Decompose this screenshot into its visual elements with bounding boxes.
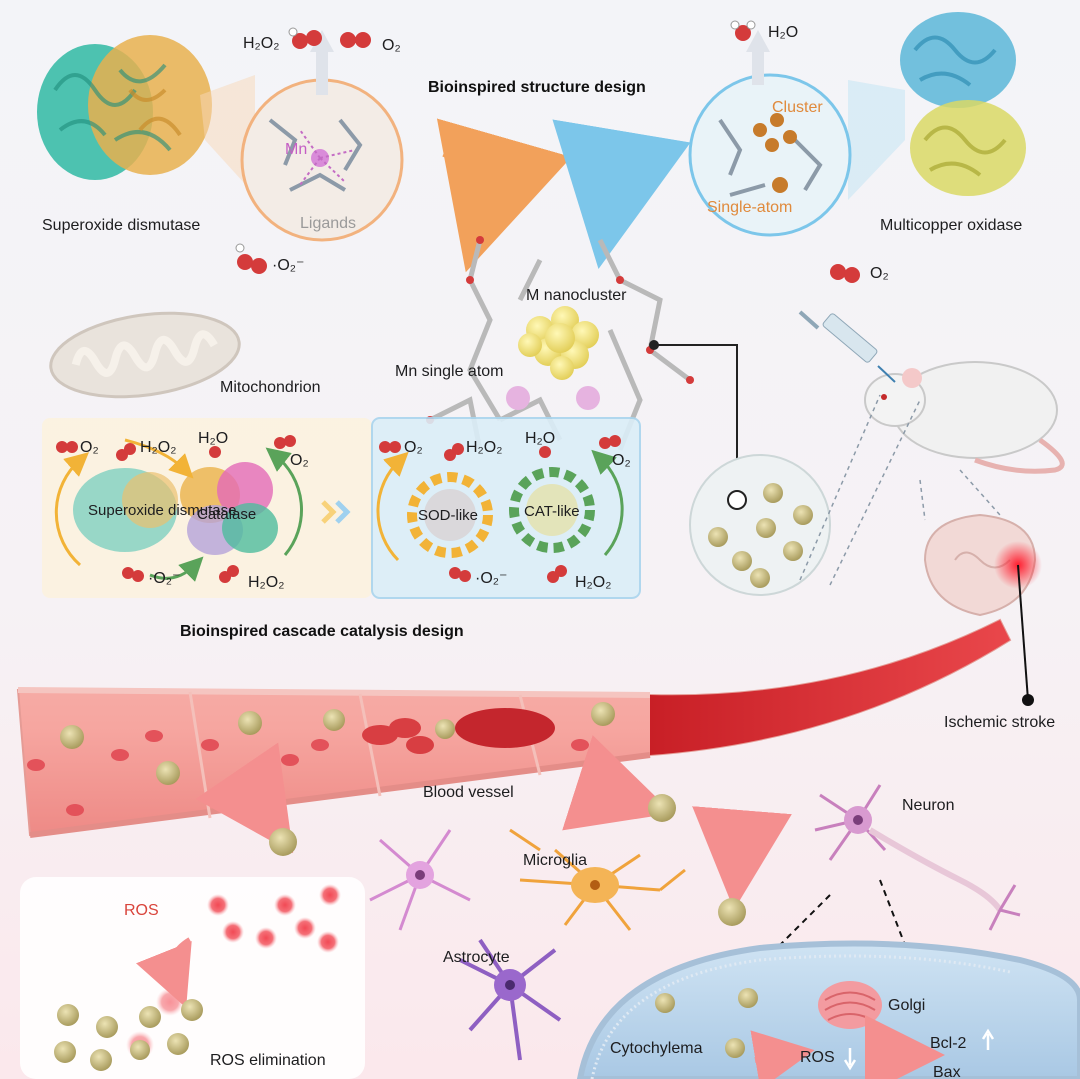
transition-chevron-icon — [321, 500, 351, 524]
mco-zoom-cone — [848, 80, 905, 200]
ros-elimination-label: ROS elimination — [210, 1052, 326, 1069]
cat-like-gear-icon — [509, 467, 595, 553]
migrating-nanoparticle-2 — [718, 898, 746, 926]
catalase-enzyme-blob — [180, 462, 278, 555]
background-neuron-illustration — [369, 829, 471, 931]
natural-o2-right-label: O₂ — [290, 452, 309, 469]
cat-cycle-arrow-right — [265, 447, 303, 556]
nanocluster-callout-line — [654, 344, 738, 500]
neuron-illustration — [814, 784, 1021, 931]
bcl2-label: Bcl-2 — [930, 1035, 967, 1052]
extravasation-arrow-left — [195, 742, 294, 854]
cat-cycle-arrow-bottom — [149, 556, 204, 582]
cluster-label: Cluster — [772, 99, 823, 116]
mn-single-atom-label: Mn single atom — [395, 363, 504, 380]
sod-reactant-superoxide: ·O₂⁻ — [272, 257, 304, 274]
cat-like-label: CAT-like — [524, 503, 580, 520]
blood-clot — [362, 708, 555, 754]
sod-enzyme-blob — [73, 468, 178, 552]
natural-h2o2-top-label: H₂O₂ — [140, 439, 176, 456]
mco-enzyme-label: Multicopper oxidase — [880, 217, 1022, 234]
superoxide-molecule-icon — [235, 243, 267, 274]
single-atom-label: Single-atom — [707, 199, 792, 216]
ros-particles — [126, 884, 341, 1059]
microglia-illustration — [509, 828, 686, 931]
ros-label: ROS — [124, 902, 159, 919]
ischemic-stroke-label: Ischemic stroke — [944, 714, 1055, 731]
brain-slice-illustration — [923, 513, 1042, 617]
nano-h2o2-top-label: H₂O₂ — [466, 439, 502, 456]
mouse-illustration — [864, 361, 1065, 474]
mco-active-site-magnifier — [688, 73, 852, 237]
astrocyte-illustration — [459, 938, 562, 1061]
natural-superoxide-label: ·O₂⁻ — [148, 570, 180, 587]
m-nanocluster — [518, 306, 599, 380]
natural-h2o2-bottom-label: H₂O₂ — [248, 574, 284, 591]
cell-nanoparticles — [655, 988, 758, 1058]
mitochondrion-illustration — [49, 311, 241, 399]
cell-ros-label: ROS — [800, 1049, 835, 1066]
mco-product-h2o: H₂O — [768, 24, 798, 41]
golgi-icon — [818, 981, 882, 1029]
sod-like-cycle-arrow — [376, 451, 409, 562]
nano-o2-label: O₂ — [404, 439, 423, 456]
migrating-nanoparticle-3 — [269, 828, 297, 856]
mn-single-atom-2 — [576, 386, 600, 410]
natural-enzyme2-label: Catalase — [197, 506, 256, 523]
sod-like-gear-icon — [407, 472, 493, 558]
h2o2-molecule-icon — [288, 27, 322, 49]
cytochylema-label: Cytochylema — [610, 1040, 703, 1057]
sod-cycle-arrow-left — [54, 452, 89, 567]
nano-o2-right-label: O₂ — [612, 452, 631, 469]
mco-to-nanozyme-arrow — [552, 119, 691, 270]
migrating-nanoparticle-1 — [648, 794, 676, 822]
o2-molecule-icon — [340, 32, 371, 48]
nano-superoxide-label: ·O₂⁻ — [475, 570, 507, 587]
neuron-zoom-lines — [779, 879, 906, 946]
blood-vessel-label: Blood vessel — [423, 784, 514, 801]
natural-cascade-molecules — [56, 435, 296, 583]
cell-entry-arrow — [692, 806, 792, 910]
ros-reduce-arrow — [750, 1030, 815, 1079]
sod-enzyme-label: Superoxide dismutase — [42, 217, 200, 234]
cat-like-cycle-arrow — [591, 449, 624, 556]
syringe-icon — [798, 310, 896, 383]
ligands-label: Ligands — [300, 215, 356, 232]
bax-label: Bax — [933, 1064, 961, 1079]
sod-product-h2o2: H₂O₂ — [243, 35, 279, 52]
microglia-label: Microglia — [523, 852, 587, 869]
sod-protein-structure — [37, 35, 212, 180]
nanoparticle-dispersion — [689, 454, 831, 596]
sod-like-label: SOD-like — [418, 507, 478, 524]
ros-elimination-arrow — [136, 937, 192, 1008]
natural-o2-label: O₂ — [80, 439, 99, 456]
mco-protein-structure — [900, 12, 1026, 196]
mitochondrion-label: Mitochondrion — [220, 379, 321, 396]
golgi-label: Golgi — [888, 997, 925, 1014]
extravasation-arrow-right — [562, 735, 673, 831]
vessel-nanoparticles — [60, 702, 615, 785]
nano-h2o-label: H₂O — [525, 430, 555, 447]
natural-h2o-label: H₂O — [198, 430, 228, 447]
nano-cascade-molecules — [379, 435, 621, 583]
mn-single-atom-1 — [506, 386, 530, 410]
structure-design-title: Bioinspired structure design — [428, 79, 646, 96]
astrocyte-label: Astrocyte — [443, 949, 510, 966]
sod-product-o2: O₂ — [382, 37, 401, 54]
mco-reactant-o2: O₂ — [870, 265, 889, 282]
sod-to-nanozyme-arrow — [436, 118, 572, 273]
cascade-design-title: Bioinspired cascade catalysis design — [180, 623, 464, 640]
h2o-molecule-icon — [730, 20, 756, 41]
o2-reactant-icon — [830, 264, 860, 283]
stroke-callout-line — [1017, 564, 1029, 701]
ros-panel-nanoparticles — [54, 999, 203, 1071]
mn-label: Mn — [285, 141, 307, 158]
neuron-label: Neuron — [902, 797, 954, 814]
m-nanocluster-label: M nanocluster — [526, 287, 627, 304]
sod-cycle-arrow-top — [124, 438, 194, 479]
nano-h2o2-bottom-label: H₂O₂ — [575, 574, 611, 591]
natural-enzyme1-label: Superoxide dismutase — [88, 502, 236, 519]
